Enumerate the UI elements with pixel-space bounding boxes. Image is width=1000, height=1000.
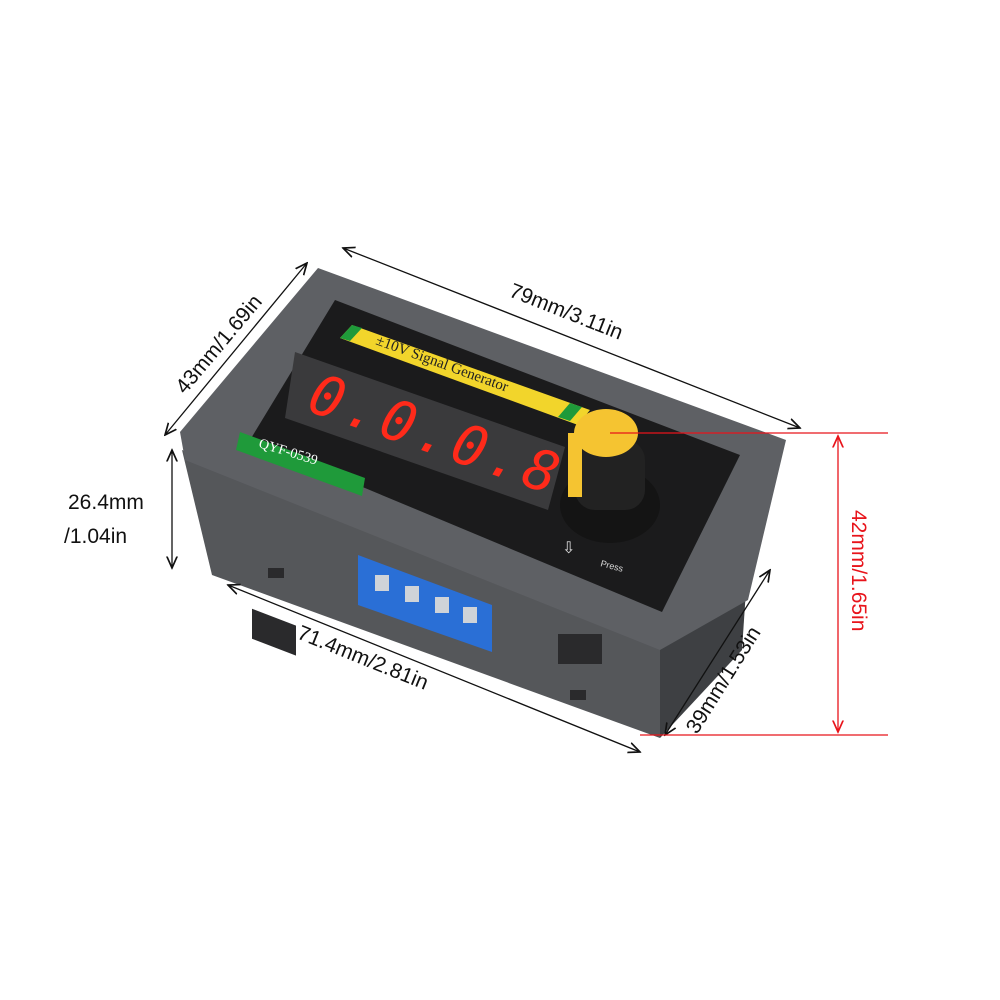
press-icon: ⇩ [562, 540, 575, 557]
dim-height-left-2: /1.04in [64, 525, 127, 548]
device-body [180, 268, 786, 738]
dim-width-top: 79mm/3.11in [506, 279, 626, 344]
dim-height-right: 42mm/1.65in [847, 510, 870, 631]
model-strip [236, 432, 365, 496]
dim-height-left-1: 26.4mm [68, 491, 144, 514]
